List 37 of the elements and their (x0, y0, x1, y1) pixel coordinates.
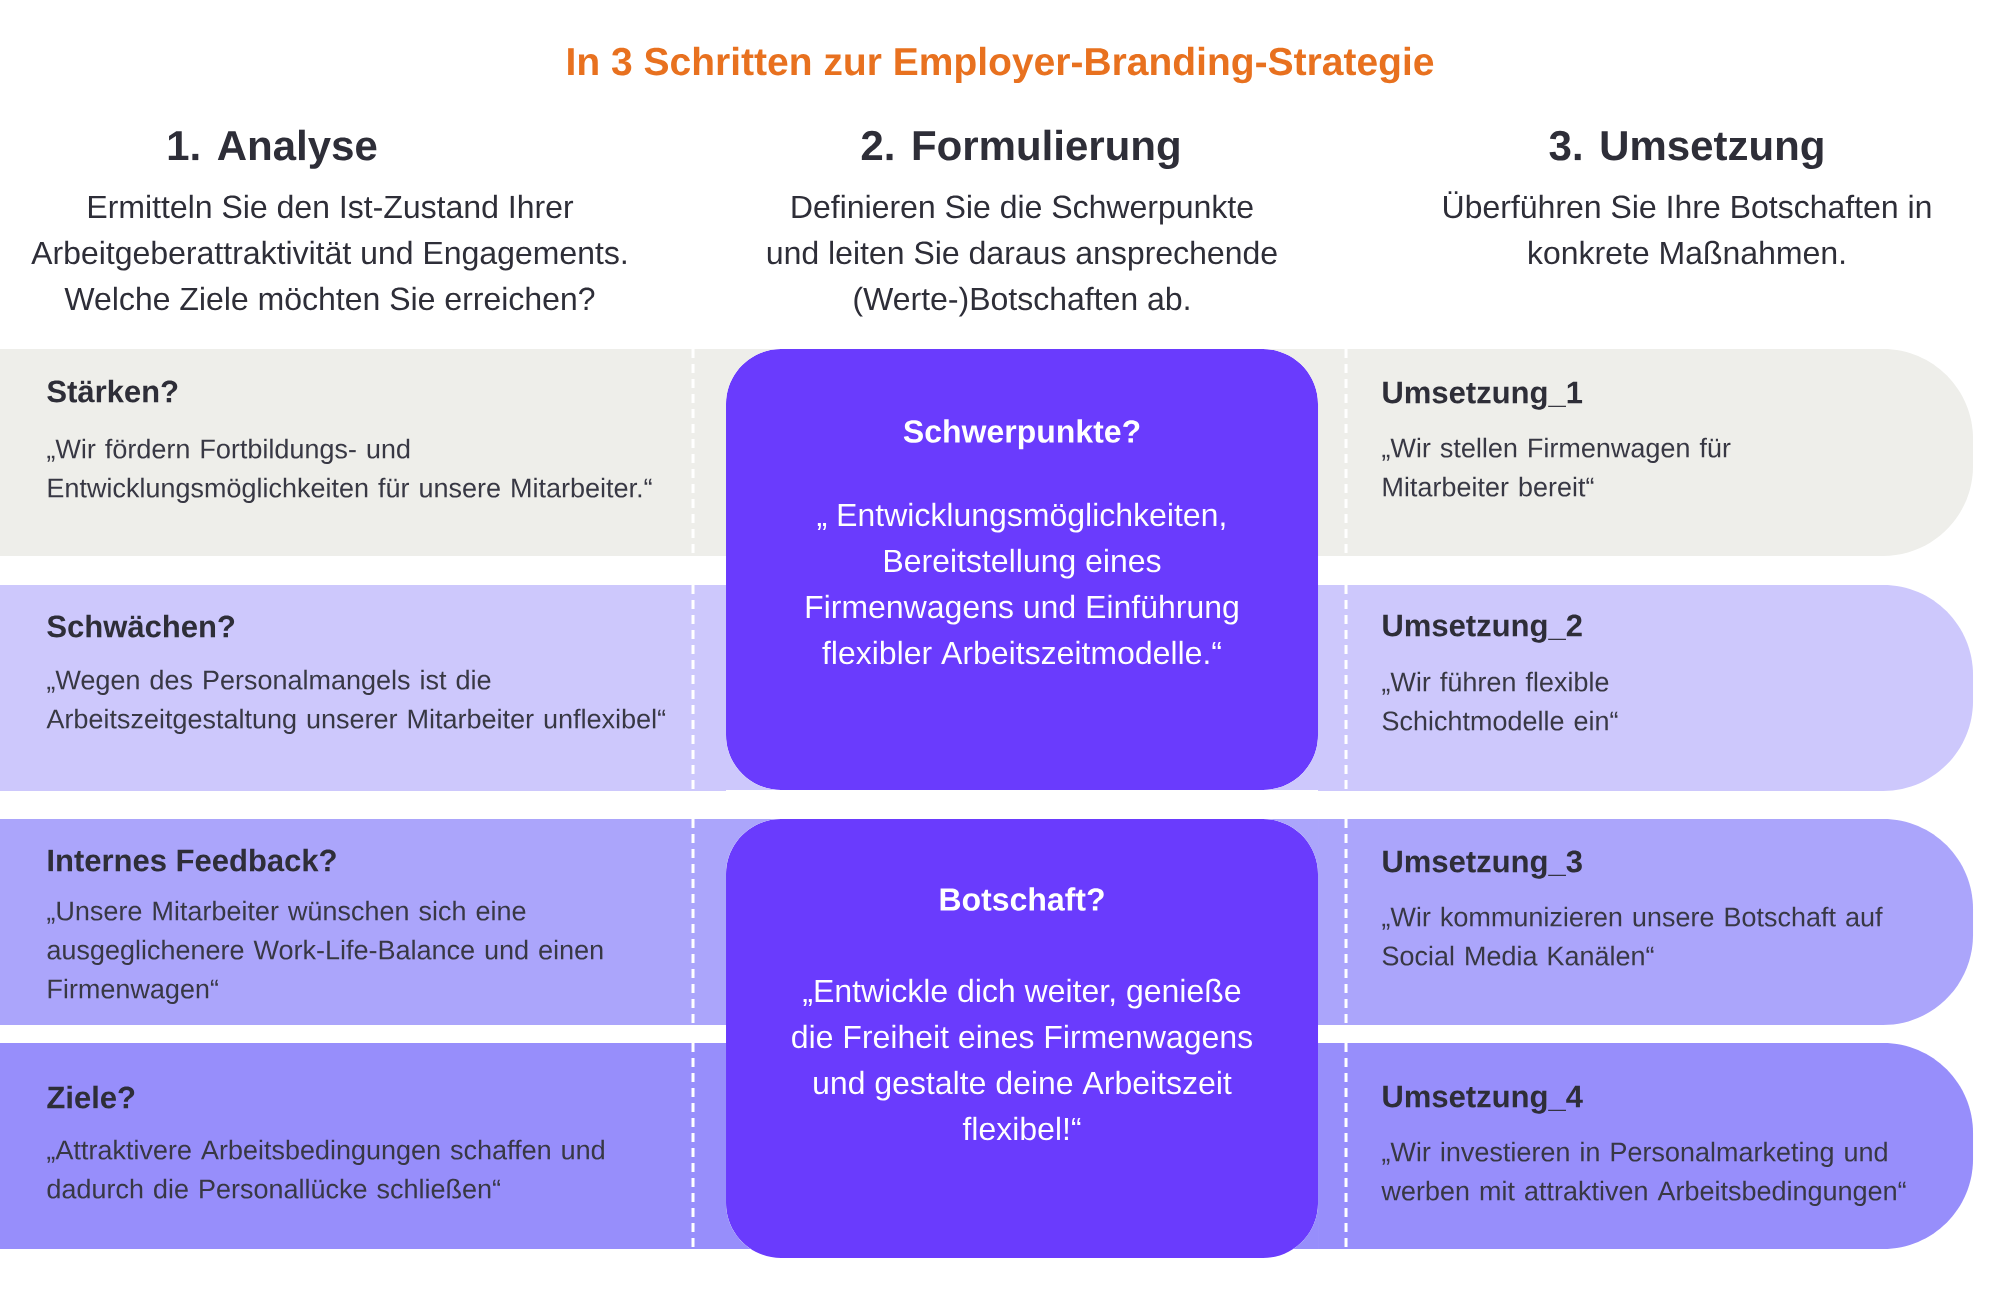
quote-text: „Wir stellen Firmenwagen für Mitarbeiter bereit“ (1382, 437, 1731, 497)
panel-heading: Schwächen? (47, 614, 235, 638)
row-panel (0, 819, 726, 1025)
quote-text: „Entwickle dich weiter, genieße die Freiheit eines Firmenwagens und gestalte deine Arbeitszeit flexibel!“ (792, 978, 1252, 1141)
column-description: Ermitteln Sie den Ist-Zustand Ihrer Arbeitgeberattraktivität und Engagements. Welche Ziele möchten Sie erreichen? (31, 194, 626, 311)
rounded-box (726, 349, 1318, 790)
panel-heading: Umsetzung_3 (1383, 850, 1582, 879)
panel-heading: Internes Feedback? (48, 848, 336, 872)
quote-text: „ Entwicklungsmöglichkeiten, Bereitstellung eines Firmenwagens und Einführung flexibler Arbeitszeitmodelle.“ (806, 502, 1238, 665)
quote-text: „Attraktivere Arbeitsbedingungen schaffen und dadurch die Personallücke schließen“ (47, 1139, 604, 1199)
quote-text: „Wegen des Personalmangels ist die Arbeitszeitgestaltung unserer Mitarbeiter unflexibel“ (46, 669, 666, 734)
row-panel (0, 585, 726, 791)
rounded-row-panel (1318, 819, 1974, 1025)
rounded-box (726, 819, 1318, 1258)
box-heading: Botschaft? (940, 887, 1104, 911)
column-description: Definieren Sie die Schwerpunkte und leiten Sie daraus ansprechende (Werte-)Botschaften ab. (767, 194, 1277, 317)
quote-text: „Unsere Mitarbeiter wünschen sich eine ausgeglichenere Work-Life-Balance und einen Firmenwagen“ (47, 900, 603, 1004)
rounded-row-panel (1318, 349, 1974, 556)
row-panel (0, 349, 726, 556)
box-heading: Schwerpunkte? (903, 419, 1140, 450)
column-heading: 2. Formulierung (861, 129, 1179, 169)
quote-text: „Wir fördern Fortbildungs- und Entwicklungsmöglichkeiten für unsere Mitarbeiter.“ (47, 438, 652, 503)
column-heading: 3. Umsetzung (1549, 130, 1823, 169)
quote-text: „Wir führen flexible Schichtmodelle ein“ (1382, 671, 1618, 731)
panel-heading: Umsetzung_2 (1383, 614, 1582, 643)
panel-heading: Umsetzung_1 (1383, 381, 1583, 410)
row-panel (0, 1043, 726, 1249)
diagram-title: In 3 Schritten zur Employer-Branding-Strategie (568, 46, 1434, 84)
column-description: Überführen Sie Ihre Botschaften in konkrete Maßnahmen. (1444, 191, 1931, 265)
panel-heading: Ziele? (47, 1085, 135, 1109)
quote-text: „Wir investieren in Personalmarketing und werben mit attraktiven Arbeitsbedingungen“ (1381, 1141, 1906, 1206)
panel-heading: Stärken? (47, 379, 178, 403)
quote-text: „Wir kommunizieren unsere Botschaft auf Social Media Kanälen“ (1382, 906, 1883, 966)
column-heading: 1. Analyse (168, 129, 377, 169)
rounded-row-panel (1318, 1043, 1974, 1249)
panel-heading: Umsetzung_4 (1383, 1085, 1583, 1114)
rounded-row-panel (1318, 585, 1974, 791)
